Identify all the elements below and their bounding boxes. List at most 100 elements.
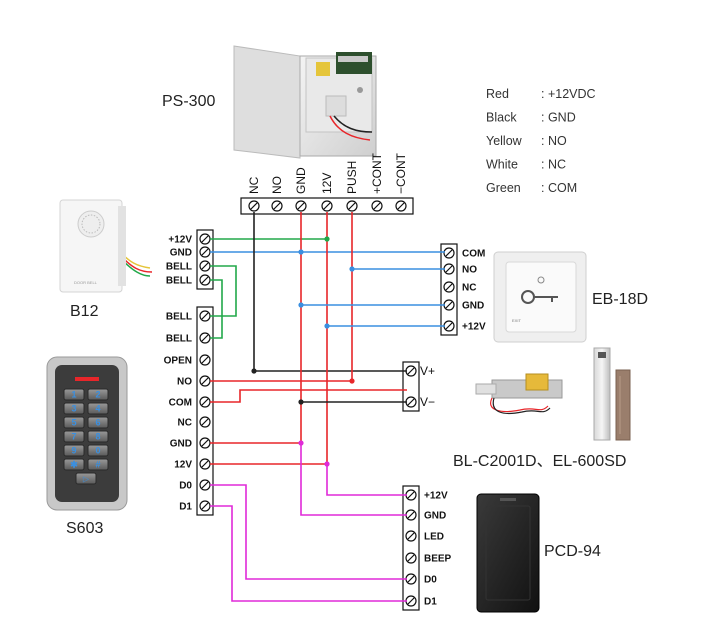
s603-screw-2 (199, 354, 211, 366)
eb18d-terminal-nc-2: NC (462, 283, 476, 294)
svg-text:6: 6 (95, 418, 100, 428)
pcd94-screw-2 (405, 530, 417, 542)
b12-screw-3 (199, 274, 211, 286)
eb18d-screw-1 (443, 263, 455, 275)
b12-terminal-bell-2: BELL (166, 262, 192, 273)
wire-gnd-column (210, 212, 302, 444)
lock-terminal-1: V− (420, 395, 435, 409)
eb18d-terminal-gnd-3: GND (462, 301, 484, 312)
b12-screw-2 (199, 260, 211, 272)
junction-b12-gnd (298, 249, 304, 255)
pcd94-card-reader (476, 493, 540, 613)
wire-pcd-d1 (210, 505, 407, 602)
ps300-terminal-cont: −CONT (394, 152, 408, 194)
svg-text:✱: ✱ (70, 460, 78, 470)
keypad-key-0: 0 (87, 444, 109, 457)
el-600sd-magnetic-lock (593, 347, 631, 441)
legend-color-black: Black (486, 111, 517, 125)
eb18d-screw-2 (443, 281, 455, 293)
keypad-key-3: 3 (63, 402, 85, 415)
junction-eb-12v (324, 323, 330, 329)
keypad-key-4: 4 (87, 402, 109, 415)
svg-text:3: 3 (71, 404, 76, 414)
wire-pcd-d0 (210, 484, 407, 580)
pcd94-screw-3 (405, 552, 417, 564)
svg-text:1: 1 (71, 390, 76, 400)
ps300-screw-gnd (295, 200, 307, 212)
exit-small-text: EXIT (512, 318, 521, 323)
wire-push-no (210, 212, 353, 382)
s603-screw-7 (199, 458, 211, 470)
lock-screw-0 (405, 365, 417, 377)
b12-small-text: DOOR BELL (74, 280, 98, 285)
keypad-key-5: 5 (63, 416, 85, 429)
pcd94-screw-5 (405, 595, 417, 607)
s603-screw-4 (199, 396, 211, 408)
b12-label: B12 (70, 303, 99, 320)
junction-pcd-gnd (298, 440, 304, 446)
svg-text:2: 2 (95, 390, 100, 400)
svg-text:0: 0 (95, 446, 100, 456)
pcd94-terminal-d1-5: D1 (424, 597, 437, 608)
eb18d-screw-4 (443, 320, 455, 332)
s603-terminal-d0-8: D0 (179, 481, 192, 492)
wire-12v-column (210, 212, 328, 465)
s603-screw-8 (199, 479, 211, 491)
svg-text:#: # (95, 460, 100, 470)
pcd94-terminal-led-2: LED (424, 532, 444, 543)
svg-text:9: 9 (71, 446, 76, 456)
ps300-screw-cont (395, 200, 407, 212)
s603-screw-0 (199, 310, 211, 322)
legend-meaning-yellow: : NO (541, 134, 567, 148)
lock-screw-1 (405, 396, 417, 408)
keypad-key-6: 6 (87, 416, 109, 429)
wires (210, 212, 445, 602)
ps300-terminal-push: PUSH (345, 161, 359, 194)
eb18d-terminal-no-1: NO (462, 265, 477, 276)
ps300-screw-no (271, 200, 283, 212)
ps300-label: PS-300 (162, 93, 215, 110)
junction-eb-no (349, 266, 355, 272)
s603-terminal-d1-9: D1 (179, 502, 192, 513)
s603-screw-6 (199, 437, 211, 449)
ps300-terminal-12v: 12V (320, 173, 334, 194)
svg-text:▷: ▷ (83, 475, 90, 484)
s603-terminal-nc-5: NC (178, 418, 192, 429)
b12-doorbell: DOOR BELL (59, 199, 153, 293)
s603-label: S603 (66, 520, 103, 537)
keypad-key-7: 7 (63, 430, 85, 443)
wire-pcd-12v (326, 464, 407, 496)
s603-screw-3 (199, 375, 211, 387)
legend-meaning-black: : GND (541, 111, 576, 125)
pcd94-label: PCD-94 (544, 543, 601, 560)
keypad-key-8: 8 (87, 430, 109, 443)
pcd94-screw-1 (405, 509, 417, 521)
keypad-key-9: 9 (63, 444, 85, 457)
eb18d-label: EB-18D (592, 291, 648, 308)
keypad-key-2: 2 (87, 388, 109, 401)
b12-screw-0 (199, 233, 211, 245)
eb18d-terminal-com-0: COM (462, 249, 485, 260)
ps300-terminal-cont: +CONT (370, 152, 384, 194)
b12-terminal-gnd-1: GND (170, 248, 192, 259)
svg-text:8: 8 (95, 432, 100, 442)
bl-c2001d-bolt-lock (475, 373, 563, 415)
junction-push (349, 378, 355, 384)
svg-text:4: 4 (95, 404, 100, 414)
pcd94-terminal-gnd-1: GND (424, 511, 446, 522)
status-led-bar (75, 377, 99, 381)
legend-color-yellow: Yellow (486, 134, 523, 148)
ps300-screw-12v (321, 200, 333, 212)
eb18d-exit-button: EXIT (493, 251, 587, 343)
keypad-key-x: ✱ (63, 458, 85, 471)
legend-meaning-red: : +12VDC (541, 87, 596, 101)
keypad-key-1: 1 (63, 388, 85, 401)
wire-bell-1 (210, 265, 237, 317)
pcd94-terminal-d0-4: D0 (424, 575, 437, 586)
b12-terminal-12v-0: +12V (168, 235, 192, 246)
pcd94-terminal-beep-3: BEEP (424, 554, 452, 565)
